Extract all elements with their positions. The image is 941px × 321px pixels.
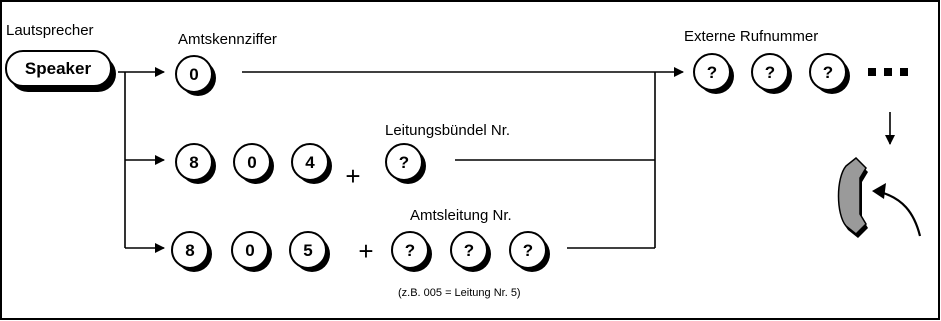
handset-icon bbox=[837, 156, 868, 238]
row3-keys: 8 0 5??? bbox=[171, 231, 550, 272]
row3-key-3: 5 bbox=[289, 231, 330, 272]
external-key-1-label: ? bbox=[707, 63, 717, 82]
row3-key-5: ? bbox=[450, 231, 491, 272]
speaker-key: Speaker bbox=[5, 50, 116, 92]
external-key-2: ? bbox=[751, 53, 792, 94]
speaker-key-label: Speaker bbox=[25, 59, 92, 78]
example-note: (z.B. 005 = Leitung Nr. 5) bbox=[398, 287, 521, 299]
external-key-3-label: ? bbox=[823, 63, 833, 82]
amtskennziffer-caption: Amtskennziffer bbox=[178, 31, 277, 48]
continuation-dots bbox=[868, 68, 908, 76]
row2-key-4: ? bbox=[385, 143, 426, 184]
row3-key-4-label: ? bbox=[405, 241, 415, 260]
row2-keys: 8 0 4? bbox=[175, 143, 426, 184]
row3-key-1-label: 8 bbox=[185, 241, 194, 260]
row1-key-1-label: 0 bbox=[189, 65, 198, 84]
row2-key-1: 8 bbox=[175, 143, 216, 184]
row3-key-6: ? bbox=[509, 231, 550, 272]
row3-key-4: ? bbox=[391, 231, 432, 272]
row1-key-1: 0 bbox=[175, 55, 216, 96]
row2-key-2-label: 0 bbox=[247, 153, 256, 172]
plus-sign-row2: + bbox=[345, 161, 360, 191]
row3-key-6-label: ? bbox=[523, 241, 533, 260]
row3-key-5-label: ? bbox=[464, 241, 474, 260]
leitungsbuendel-caption: Leitungsbündel Nr. bbox=[385, 122, 510, 139]
row3-key-1: 8 bbox=[171, 231, 212, 272]
plus-sign-row3: + bbox=[358, 236, 373, 266]
external-key-2-label: ? bbox=[765, 63, 775, 82]
row3-key-3-label: 5 bbox=[303, 241, 312, 260]
speaker-caption: Lautsprecher bbox=[6, 22, 94, 39]
row3-key-2-label: 0 bbox=[245, 241, 254, 260]
external-key-3: ? bbox=[809, 53, 850, 94]
row2-key-3-label: 4 bbox=[305, 153, 315, 172]
flow-lines bbox=[118, 67, 895, 253]
amtsleitung-caption: Amtsleitung Nr. bbox=[410, 207, 512, 224]
row2-key-2: 0 bbox=[233, 143, 274, 184]
lift-handset-arrow-icon bbox=[872, 183, 922, 237]
row2-key-3: 4 bbox=[291, 143, 332, 184]
externe-rufnummer-caption: Externe Rufnummer bbox=[684, 28, 818, 45]
row2-key-4-label: ? bbox=[399, 153, 409, 172]
row1-keys: 0 bbox=[175, 55, 216, 96]
external-key-1: ? bbox=[693, 53, 734, 94]
row3-key-2: 0 bbox=[231, 231, 272, 272]
external-number-keys: ??? bbox=[693, 53, 850, 94]
row2-key-1-label: 8 bbox=[189, 153, 198, 172]
